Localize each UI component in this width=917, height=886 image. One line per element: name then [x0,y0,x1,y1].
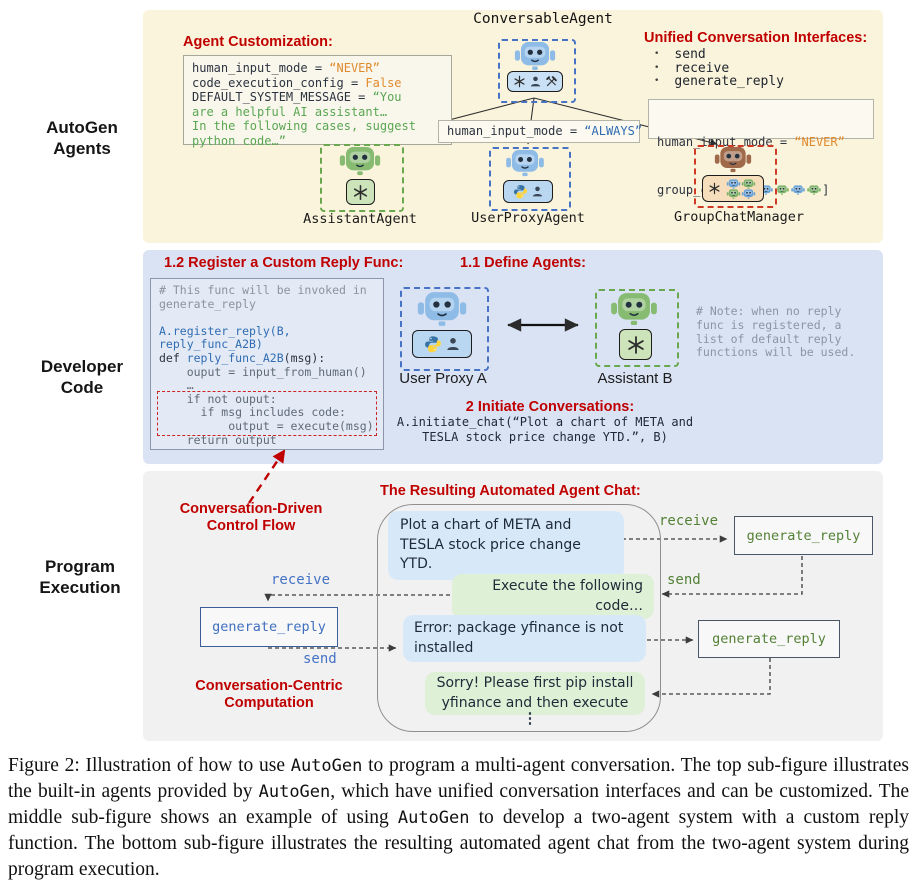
tools-icon [545,76,557,87]
mini-robot-icon [741,179,756,189]
robot-icon [712,146,754,173]
send-label: send [667,572,701,588]
group-chat-manager-box [694,145,777,208]
mini-robot-icon [741,189,756,199]
robot-icon [512,41,558,71]
openai-logo-icon [513,75,525,88]
chat-bubble-assistant: Execute the following code… [452,574,654,619]
group-chat-manager-badge [702,175,764,202]
user-proxy-agent-box [489,147,571,211]
user-proxy-agent-badge [503,180,553,203]
conversable-agent-title: ConversableAgent [473,11,613,27]
assistant-b-label: Assistant B [597,370,673,387]
chat-continuation-ellipsis: ⋮ [522,710,538,727]
mini-robot-icon [775,185,789,195]
python-logo-icon [424,336,441,353]
robot-icon [337,146,383,176]
assistant-b-box [595,289,679,367]
computation-label: Conversation-Centric Computation [195,678,343,711]
chat-bubble-assistant: Sorry! Please first pip install yfinance… [425,672,645,715]
register-reply-heading: 1.2 Register a Custom Reply Func: [164,255,404,271]
assistant-agent-badge [346,179,375,205]
figure-caption: Figure 2: Illustration of how to use Aut… [8,755,909,880]
mini-robot-icon [807,185,821,195]
interface-list: send receive generate_reply [654,48,784,89]
generate-reply-box: generate_reply [200,607,338,647]
generate-reply-box: generate_reply [734,516,873,555]
robot-icon [607,292,661,326]
initiate-chat-code: A.initiate_chat(“Plot a chart of META an… [396,415,694,444]
row-label-developer-code: Developer Code [40,357,124,397]
agent-customization-code: human_input_mode = “NEVER”code_execution… [183,55,452,148]
row-label-autogen-agents: AutoGen Agents [46,118,118,158]
interface-item: generate_reply [654,75,784,89]
chat-window [377,504,661,732]
person-icon [446,338,459,350]
receive-label: receive [659,513,719,529]
interface-item: send [654,48,784,62]
unified-interfaces-heading: Unified Conversation Interfaces: [644,30,868,46]
group-chat-config-box: human_input_mode = “NEVER” group_chat = … [648,99,874,197]
initiate-conversations-heading: 2 Initiate Conversations: [465,399,635,415]
openai-logo-icon [353,184,368,200]
highlighted-code-region [157,391,377,436]
user-proxy-a-box [400,287,489,371]
resulting-chat-heading: The Resulting Automated Agent Chat: [380,483,641,499]
user-proxy-a-label: User Proxy A [399,370,487,387]
agent-customization-heading: Agent Customization: [183,34,333,50]
group-members-icons [724,179,758,199]
assistant-agent-label: AssistantAgent [303,211,417,227]
person-icon [532,186,542,197]
conversable-agent-box [498,39,576,103]
user-proxy-a-badge [412,330,472,358]
always-config-box: human_input_mode = “ALWAYS” [438,120,642,143]
conversable-agent-badge [507,71,563,92]
python-logo-icon [513,185,527,199]
chat-bubble-user: Plot a chart of META and TESLA stock pri… [388,511,624,580]
openai-logo-icon [709,182,720,195]
define-agents-heading: 1.1 Define Agents: [460,255,586,271]
row-label-program-execution: Program Execution [39,557,121,597]
group-chat-manager-label: GroupChatManager [674,209,805,225]
mini-robot-icon [726,189,741,199]
user-proxy-agent-label: UserProxyAgent [471,210,585,226]
interface-item: receive [654,61,784,76]
robot-icon [503,149,547,177]
assistant-b-badge [619,329,652,360]
send-label: send [303,651,337,667]
generate-reply-box: generate_reply [698,620,840,658]
assistant-agent-box [320,144,404,212]
mini-robot-icon [726,179,741,189]
chat-bubble-user: Error: package yfinance is not installed [403,615,646,662]
receive-label: receive [271,572,331,588]
control-flow-label: Conversation-Driven Control Flow [179,501,323,534]
mini-robot-icon [791,185,805,195]
default-reply-note: # Note: when no reply func is registered… [696,304,856,360]
person-icon [530,76,540,87]
openai-logo-icon [627,335,644,354]
robot-icon [414,291,470,327]
